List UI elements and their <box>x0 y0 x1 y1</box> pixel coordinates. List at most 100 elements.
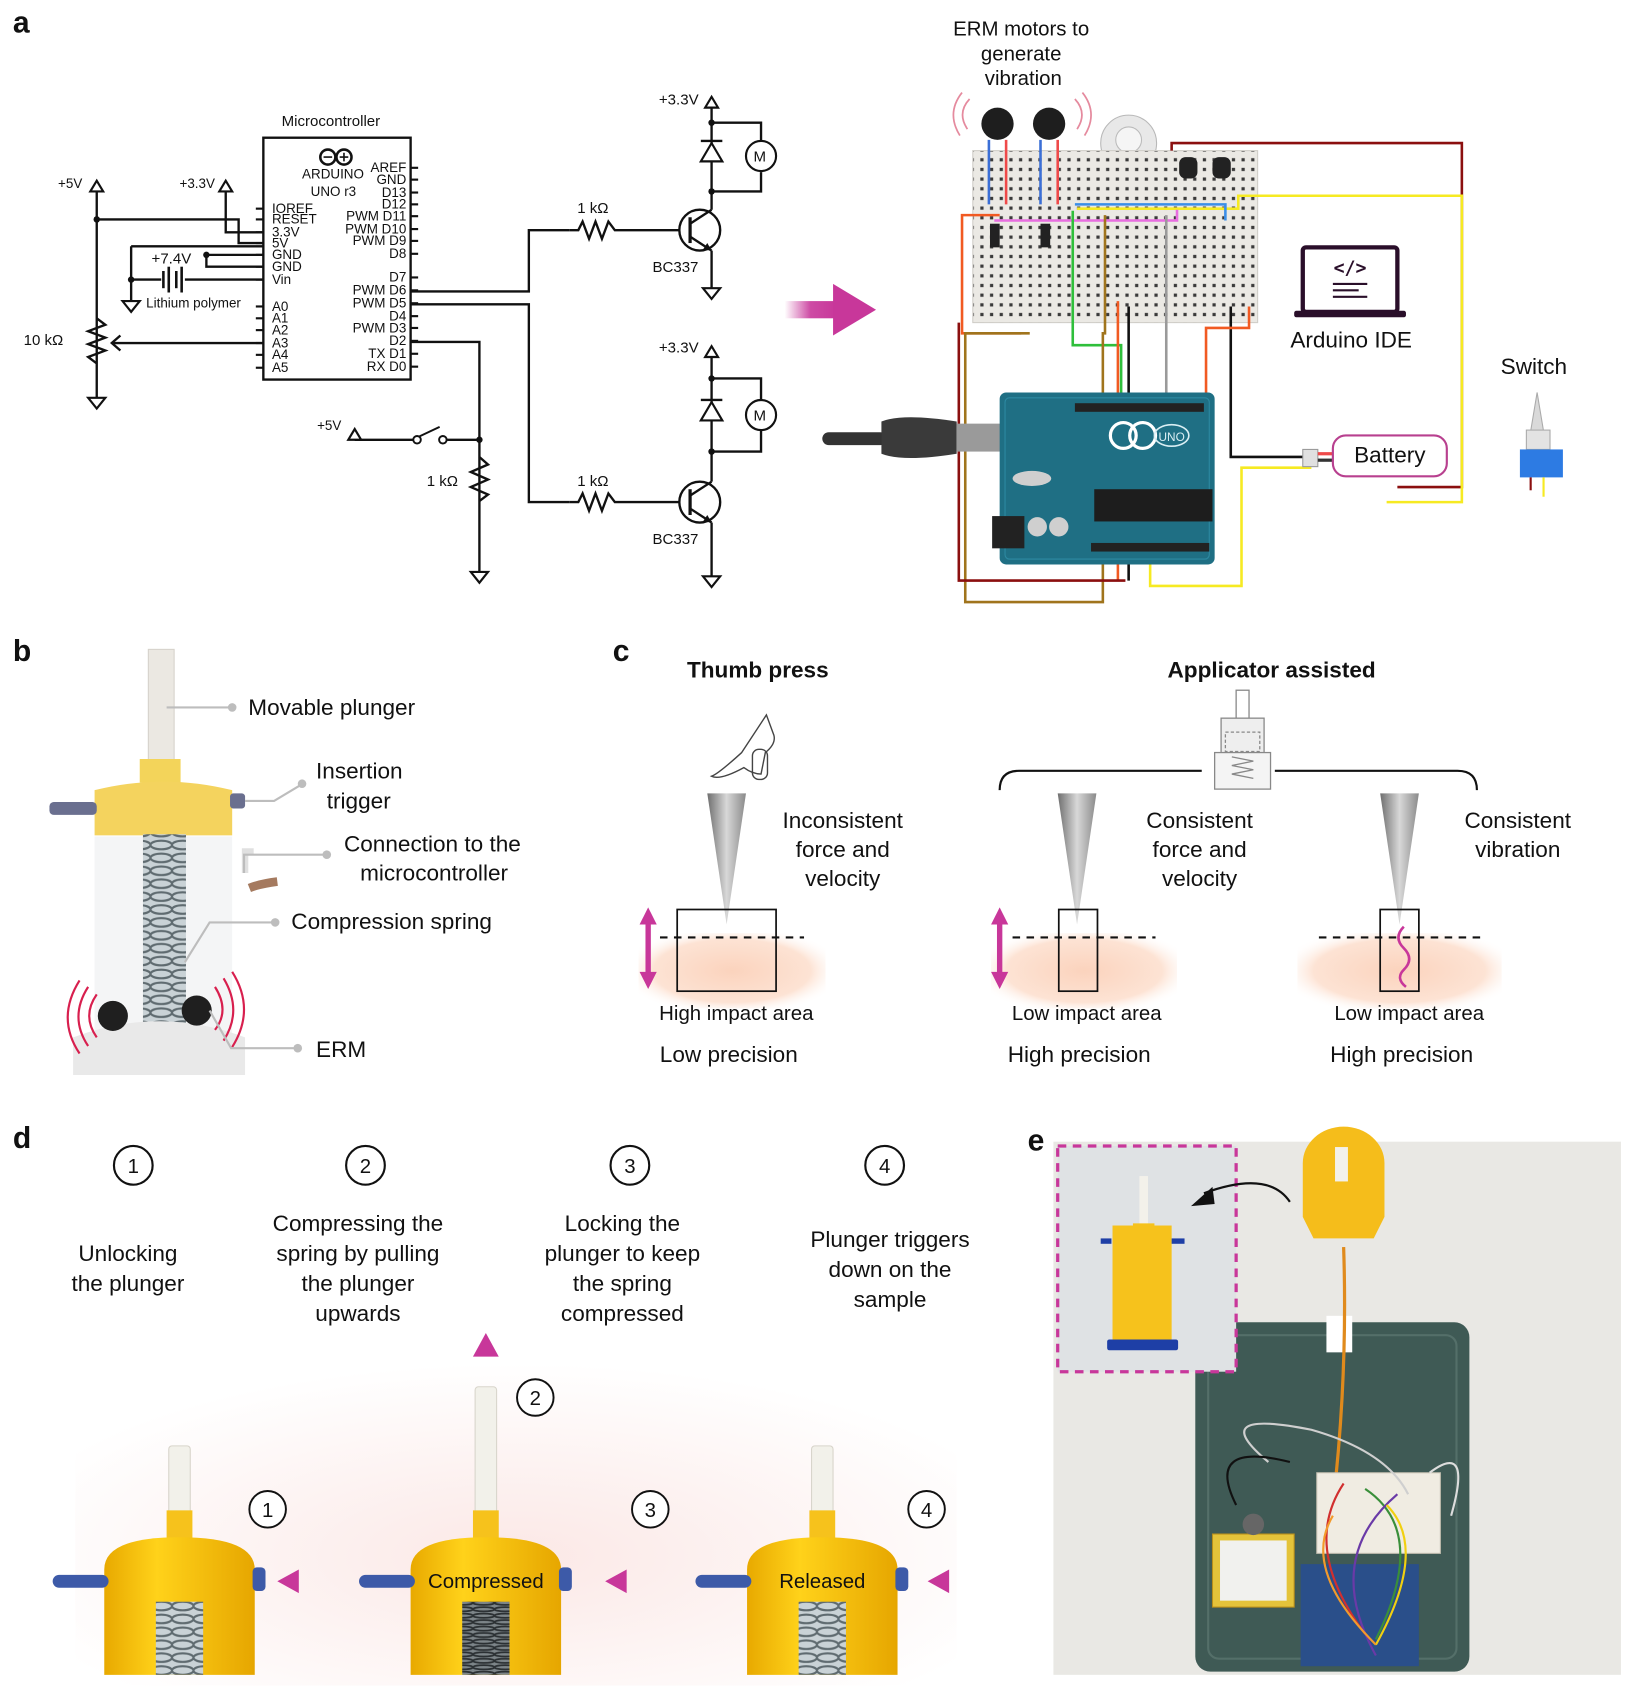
rail-5v-left: +5V <box>58 176 82 191</box>
microneedle-icon <box>1380 793 1419 925</box>
right-pin-label: D2 <box>389 333 406 348</box>
step-description: spring by pulling <box>276 1241 439 1266</box>
motor-driver-top: 1 kΩ BC337 +3.3V M <box>569 91 778 301</box>
battery-box <box>1331 434 1448 478</box>
spring <box>798 1601 846 1675</box>
vibration-path-icon <box>1397 925 1411 988</box>
curved-arrow-icon <box>1190 1182 1291 1207</box>
tissue-layer <box>1297 933 1502 1009</box>
left-pin-label: A1 <box>272 311 288 326</box>
trigger-pointer-icon <box>605 1569 627 1594</box>
callout-plunger: Movable plunger <box>166 695 416 720</box>
state-marker-number: 2 <box>530 1388 541 1410</box>
impact-box <box>1379 908 1420 993</box>
erm-label-line1: ERM motors to <box>953 19 1089 41</box>
right-pin-label: PWM D11 <box>346 208 406 223</box>
step-description: the spring <box>573 1271 672 1296</box>
step-number-circle <box>345 1144 386 1186</box>
vibration-waves-b-icon <box>66 971 246 1055</box>
left-pin-label: GND <box>272 247 302 262</box>
applicator-assisted-title: Applicator assisted <box>1168 657 1376 682</box>
switch-label: Switch <box>1501 354 1567 379</box>
precision-label: High precision <box>1330 1042 1473 1067</box>
arduino-ide-icon: </> <box>1294 245 1406 318</box>
step-number: 3 <box>624 1156 635 1178</box>
transistor-2 <box>1212 157 1231 179</box>
callout-connection-line2: microcontroller <box>360 860 508 885</box>
callout-trigger-line1: Insertion <box>316 758 403 783</box>
left-pin-label: 3.3V <box>272 225 300 240</box>
rail-3v3-top: +3.3V <box>659 91 699 108</box>
column-description: vibration <box>1475 837 1560 862</box>
impact-area-label: Low impact area <box>1334 1003 1484 1025</box>
impact-box <box>676 908 777 993</box>
motor-symbol-bottom: M <box>754 407 767 424</box>
step-description: Locking the <box>565 1211 680 1236</box>
column-description: velocity <box>805 866 881 891</box>
thumb-press-title: Thumb press <box>687 657 829 682</box>
state-label: Released <box>779 1571 865 1593</box>
rail-3v3-left: +3.3V <box>180 176 215 191</box>
panel-letter-b: b <box>13 635 31 668</box>
column-description: force and <box>1153 837 1247 862</box>
spring <box>155 1601 204 1675</box>
step-description: plunger to keep <box>545 1241 701 1266</box>
spring <box>462 1601 510 1675</box>
right-pin-label: D4 <box>389 308 407 323</box>
state-marker-circle <box>907 1490 946 1529</box>
right-pin-label: PWM D9 <box>353 233 407 248</box>
left-pin-label: RESET <box>272 212 317 227</box>
vibration-waves-icon <box>952 92 1092 137</box>
left-pin-label: GND <box>272 259 302 274</box>
switch-rail: +5V <box>317 418 341 433</box>
left-pin-label: IOREF <box>272 201 313 216</box>
right-pin-label: PWM D10 <box>345 221 406 236</box>
left-pin-label: A2 <box>272 322 288 337</box>
board-text: UNO <box>1159 430 1185 444</box>
erm-motor-1 <box>981 107 1014 140</box>
pulldown-resistor-label: 1 kΩ <box>427 473 458 490</box>
board-model: UNO r3 <box>311 184 357 199</box>
depth-variation-arrow-icon <box>991 907 1009 990</box>
trigger-pin <box>558 1567 572 1591</box>
plunger <box>474 1386 498 1528</box>
callout-connection: Connection to the microcontroller <box>242 831 521 885</box>
callout-trigger: Insertion trigger <box>245 758 403 813</box>
trigger-pin <box>52 1574 109 1588</box>
right-pin-label: D12 <box>382 197 407 212</box>
battery-connector-icon <box>1302 448 1333 468</box>
toggle-switch-icon <box>1519 392 1563 497</box>
callout-spring: Compression spring <box>183 909 492 963</box>
step-description: the plunger <box>71 1271 184 1296</box>
right-pin-label: D8 <box>389 246 406 261</box>
trigger-pointer-icon <box>277 1569 299 1594</box>
column-description: velocity <box>1162 866 1238 891</box>
arduino-logo-icon <box>319 148 353 166</box>
microneedle-icon <box>707 793 746 925</box>
applicator-inset <box>1056 1144 1238 1374</box>
panel-letter-d: d <box>13 1122 31 1155</box>
step-description: upwards <box>315 1301 400 1326</box>
right-pin-label: GND <box>376 172 406 187</box>
resistor-bottom-label: 1 kΩ <box>577 473 608 490</box>
step-number-circle <box>864 1144 906 1186</box>
motor-driver-bottom: 1 kΩ BC337 +3.3V M <box>569 340 778 589</box>
usb-cable-icon <box>822 417 1011 459</box>
panel-c: c Thumb press Applicator assisted Incons… <box>613 635 1572 1067</box>
step-number: 2 <box>360 1156 371 1178</box>
tissue-layer <box>991 933 1178 1009</box>
precision-label: High precision <box>1008 1042 1151 1067</box>
trigger-pin <box>695 1574 752 1588</box>
rail-3v3-bottom: +3.3V <box>659 340 699 357</box>
state-marker-number: 1 <box>262 1500 273 1522</box>
right-pin-label: RX D0 <box>367 359 407 374</box>
